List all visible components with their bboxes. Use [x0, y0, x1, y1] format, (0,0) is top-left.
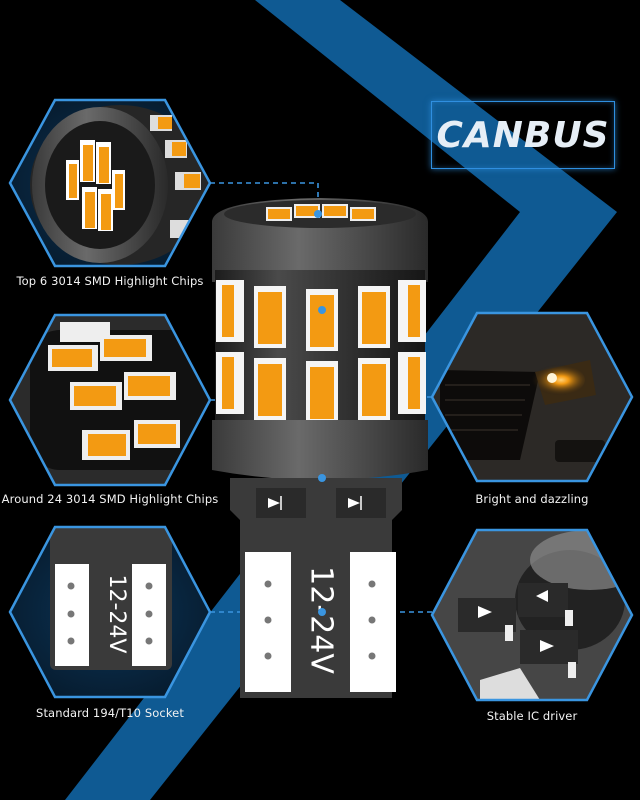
bulb-illustration: 12-24V	[212, 198, 428, 698]
voltage-label: 12-24V	[304, 566, 339, 674]
caption-top-chips: Top 6 3014 SMD Highlight Chips	[16, 274, 204, 288]
canbus-badge: CANBUS	[431, 101, 615, 169]
caption-ic-driver: Stable IC driver	[486, 709, 578, 723]
caption-socket: Standard 194/T10 Socket	[36, 706, 184, 720]
caption-around-chips: Around 24 3014 SMD Highlight Chips	[1, 492, 219, 506]
svg-text:12-24V: 12-24V	[104, 575, 129, 654]
caption-bright: Bright and dazzling	[475, 492, 589, 506]
connector-dots	[314, 210, 326, 616]
hex-around-chips	[8, 313, 212, 487]
hex-socket: 12-24V	[8, 525, 212, 699]
hex-ic-driver	[430, 528, 634, 702]
hex-top-chips	[8, 98, 212, 268]
hex-bright	[430, 311, 634, 483]
canbus-label: CANBUS	[436, 114, 610, 156]
